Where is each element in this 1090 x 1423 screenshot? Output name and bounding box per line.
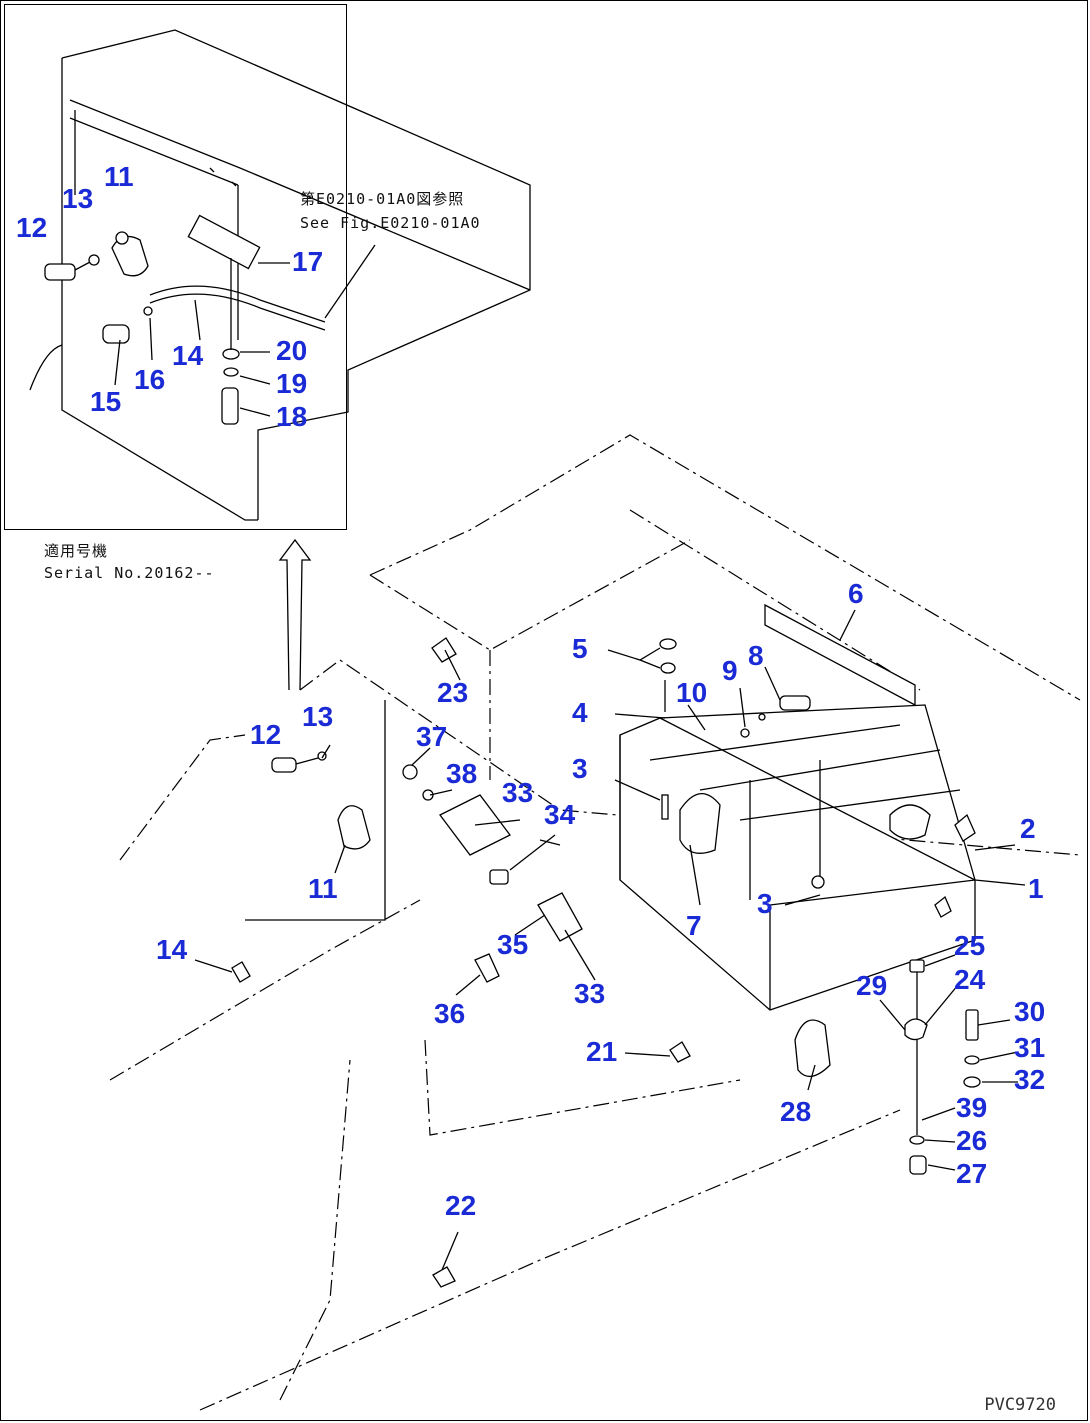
inset-arrow bbox=[278, 538, 312, 691]
callout-16: 16 bbox=[134, 364, 166, 395]
callout-14-main: 14 bbox=[156, 934, 188, 965]
callout-13: 13 bbox=[62, 183, 94, 214]
callout-2: 2 bbox=[1020, 813, 1036, 844]
callout-36: 36 bbox=[434, 998, 466, 1029]
callout-22: 22 bbox=[445, 1190, 477, 1221]
callout-31: 31 bbox=[1014, 1032, 1046, 1063]
callout-4: 4 bbox=[572, 697, 588, 728]
figure-id: PVC9720 bbox=[984, 1395, 1056, 1415]
callout-3-lower: 3 bbox=[757, 888, 773, 919]
callout-6: 6 bbox=[848, 578, 864, 609]
callout-8: 8 bbox=[748, 640, 764, 671]
callout-18: 18 bbox=[276, 401, 308, 432]
callout-29: 29 bbox=[856, 970, 888, 1001]
callout-20: 20 bbox=[276, 335, 308, 366]
callout-35: 35 bbox=[497, 929, 529, 960]
inset-reference-note-en: See Fig.E0210-01A0 bbox=[300, 214, 481, 232]
callout-15: 15 bbox=[90, 386, 122, 417]
inset-reference-note-jp: 第E0210-01A0図参照 bbox=[300, 190, 465, 208]
callout-21: 21 bbox=[586, 1036, 618, 1067]
inset-console-outline bbox=[29, 29, 531, 521]
callout-9: 9 bbox=[722, 655, 738, 686]
detail-box-lower bbox=[245, 700, 386, 921]
callout-39: 39 bbox=[956, 1092, 988, 1123]
callout-37: 37 bbox=[416, 721, 448, 752]
callout-7: 7 bbox=[686, 910, 702, 941]
callout-17: 17 bbox=[292, 246, 324, 277]
callout-32: 32 bbox=[1014, 1064, 1046, 1095]
callout-11-main: 11 bbox=[308, 873, 338, 904]
serial-note-en: Serial No.20162-- bbox=[44, 564, 215, 582]
callout-11: 11 bbox=[104, 161, 134, 192]
callout-30: 30 bbox=[1014, 996, 1046, 1027]
callout-26: 26 bbox=[956, 1125, 988, 1156]
callout-25: 25 bbox=[954, 930, 986, 961]
callout-24: 24 bbox=[954, 964, 986, 995]
battery-assembly bbox=[619, 603, 976, 1011]
callout-12: 12 bbox=[16, 212, 48, 243]
machine-outline bbox=[109, 434, 1081, 1411]
callout-10: 10 bbox=[676, 677, 708, 708]
callout-19: 19 bbox=[276, 368, 308, 399]
serial-note-jp: 適用号機 bbox=[44, 542, 109, 560]
inset-leaders bbox=[114, 244, 376, 417]
main-leaders bbox=[194, 609, 1026, 1271]
callout-3-upper: 3 bbox=[572, 753, 588, 784]
misc-parts bbox=[231, 637, 981, 1288]
callout-34: 34 bbox=[544, 799, 576, 830]
callout-23: 23 bbox=[437, 677, 469, 708]
callout-5: 5 bbox=[572, 633, 588, 664]
callout-1: 1 bbox=[1028, 873, 1044, 904]
inset-parts bbox=[44, 214, 326, 425]
callout-28: 28 bbox=[780, 1096, 812, 1127]
callout-13-main: 13 bbox=[302, 701, 334, 732]
callout-27: 27 bbox=[956, 1158, 988, 1189]
callout-14: 14 bbox=[172, 340, 204, 371]
callout-38: 38 bbox=[446, 758, 478, 789]
detail-inset bbox=[4, 4, 347, 530]
callout-33-upper: 33 bbox=[502, 777, 534, 808]
callout-33-lower: 33 bbox=[574, 978, 606, 1009]
callout-12-main: 12 bbox=[250, 719, 282, 750]
